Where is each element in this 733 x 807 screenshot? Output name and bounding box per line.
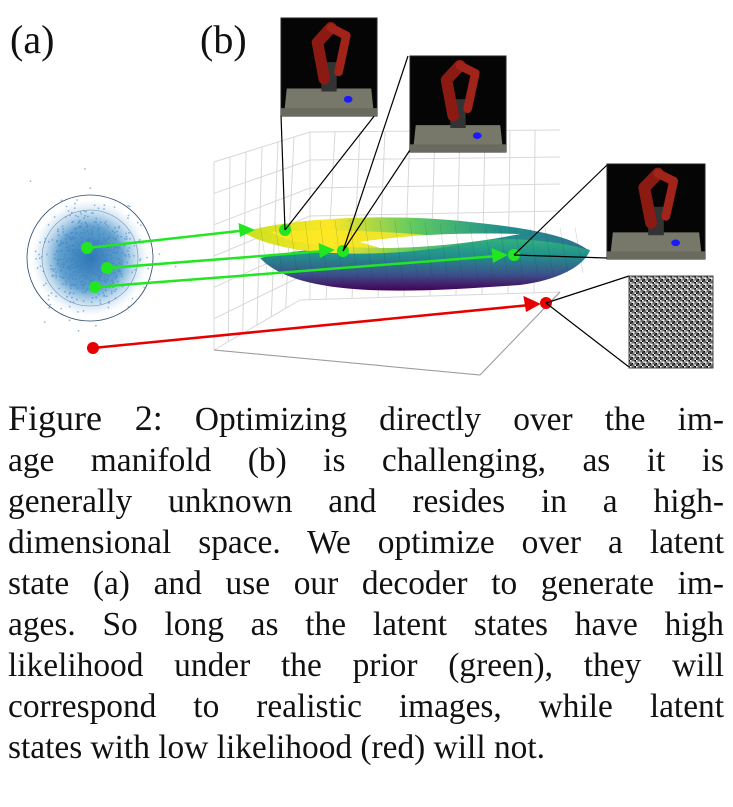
figure-number: Figure 2:	[8, 398, 163, 438]
caption-line: Figure 2: Optimizing directly over the i…	[8, 398, 724, 440]
robot-image-3	[606, 163, 706, 260]
figure-canvas	[26, 17, 714, 376]
figure-caption: Figure 2: Optimizing directly over the i…	[8, 398, 724, 768]
caption-line: dimensional space. We optimize over a la…	[8, 524, 724, 561]
caption-line: generally unknown and resides in a high-	[8, 483, 724, 520]
robot-image-2	[409, 55, 507, 153]
green-latent-points	[81, 242, 113, 293]
panel-a-label: (a)	[10, 17, 55, 62]
robot-image-1	[280, 17, 378, 117]
figure-2: (a) (b)	[0, 0, 733, 385]
caption-line: correspond to realistic images, while la…	[8, 688, 724, 725]
panel-b-label: (b)	[200, 17, 247, 62]
caption-line: likelihood under the prior (green), they…	[8, 647, 724, 684]
callout-lines	[280, 55, 630, 368]
caption-line: age manifold (b) is challenging, as it i…	[8, 442, 724, 479]
caption-line: state (a) and use our decoder to generat…	[8, 565, 724, 602]
red-arrow	[92, 295, 541, 350]
green-arrows	[86, 223, 508, 289]
image-manifold-surface	[243, 217, 590, 291]
red-latent-point	[87, 342, 99, 354]
caption-line: ages. So long as the latent states have …	[8, 606, 724, 643]
noise-image	[628, 275, 714, 369]
latent-prior-cloud	[26, 168, 177, 332]
caption-line: states with low likelihood (red) will no…	[8, 729, 545, 766]
caption-text: Optimizing directly over the im-	[162, 401, 724, 438]
